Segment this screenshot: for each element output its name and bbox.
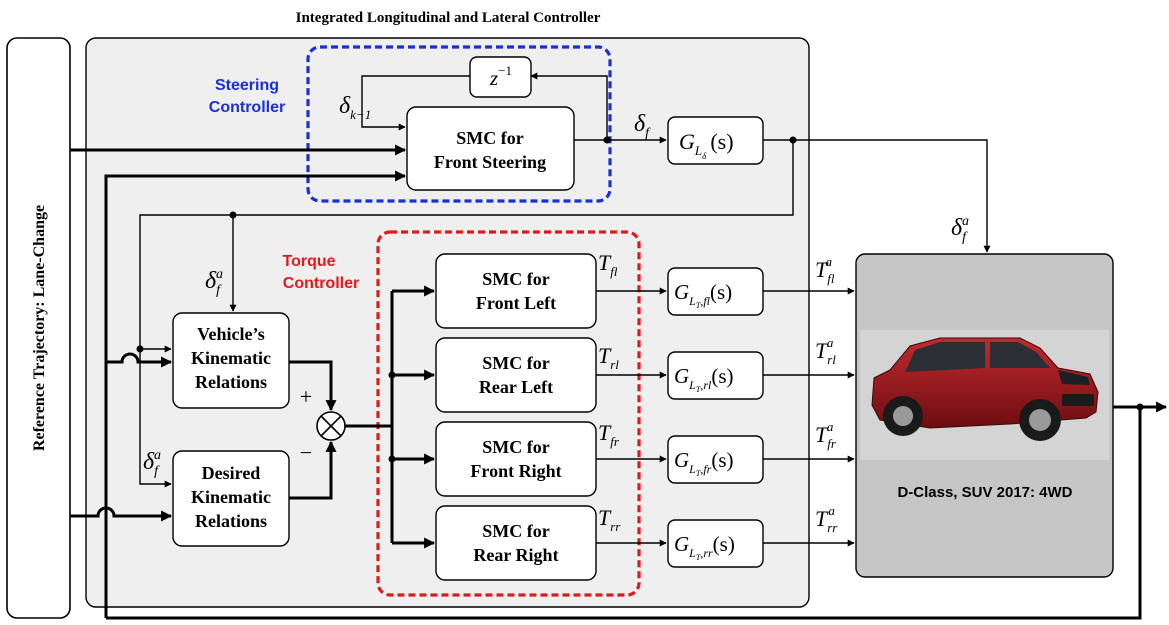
delta-prev-label: δk−1 [339,93,371,122]
reference-trajectory-label: Reference Trajectory: Lane-Change [31,205,48,451]
steering-controller-label-2: Controller [209,99,285,116]
torque-fr-label: Tfr [598,420,620,449]
svg-text:GLT,fr(s): GLT,fr(s) [674,448,734,478]
vehicle-kinematic-line1: Vehicle’s [197,324,265,344]
delta-f-actual-label-right: δfa [951,214,969,245]
applied-torque-fl-label: Tfla [815,254,835,286]
svg-text:GLT,rr(s): GLT,rr(s) [674,532,735,562]
steering-controller-label-1: Steering [215,77,279,94]
actuator-steering-label: GLδ(s) [679,129,734,161]
smc-rr-line2: Rear Right [473,545,558,565]
torque-fl-label: Tfl [598,250,618,279]
actuator-fr-block: GLT,fr(s) [667,435,764,484]
delta-f-actual-label-low: δfa [143,448,161,479]
vehicle-label: D-Class, SUV 2017: 4WD [897,484,1072,501]
smc-block-fl: SMC for Front Left [435,253,597,329]
smc-front-steering-line2: Front Steering [434,152,546,172]
delta-f-label: δf [634,111,651,141]
smc-fl-line2: Front Left [476,293,556,313]
delay-block-label: z−1 [489,63,512,90]
applied-torque-fr-label: Tfra [815,419,837,451]
desired-kinematic-line2: Kinematic [191,487,271,507]
summing-junction-cross-2 [320,415,342,437]
torque-controller-region [376,230,641,597]
actuator-rl-block: GLT,rl(s) [667,351,764,400]
suv-illustration [871,337,1099,441]
smc-block-rr: SMC for Rear Right [435,505,597,581]
smc-rl-line1: SMC for [482,353,549,373]
applied-torque-rl-label: Trla [815,335,836,367]
signal-wires [70,72,1168,620]
torque-controller-label-2: Controller [283,275,359,292]
vehicle-kinematic-line2: Kinematic [191,348,271,368]
smc-fr-line2: Front Right [470,461,561,481]
plus-sign: + [300,384,312,409]
smc-fl-line1: SMC for [482,269,549,289]
applied-torque-rr-label: Trra [815,503,838,535]
diagram-title: Integrated Longitudinal and Lateral Cont… [296,10,601,26]
smc-rl-line2: Rear Left [479,377,553,397]
desired-kinematic-line3: Relations [195,511,267,531]
torque-rl-label: Trl [598,343,619,372]
svg-text:GLT,rl(s): GLT,rl(s) [674,364,734,394]
junction-dots [136,136,1144,463]
steering-controller-region [306,45,612,203]
svg-text:GLT,fl(s): GLT,fl(s) [674,280,732,310]
smc-rr-line1: SMC for [482,521,549,541]
desired-kinematic-line1: Desired [202,463,261,483]
minus-sign: − [300,440,312,465]
smc-fr-line1: SMC for [482,437,549,457]
torque-rr-label: Trr [598,505,621,534]
delta-f-actual-label-mid: δfa [205,267,223,298]
smc-block-rl: SMC for Rear Left [435,337,597,413]
vehicle-kinematic-line3: Relations [195,372,267,392]
smc-block-fr: SMC for Front Right [435,421,597,497]
actuator-rr-block: GLT,rr(s) [667,519,764,568]
torque-controller-label-1: Torque [282,253,335,270]
actuator-fl-block: GLT,fl(s) [667,267,764,316]
reference-trajectory-box [6,37,71,619]
smc-front-steering-line1: SMC for [456,128,523,148]
smc-front-steering-block [406,106,575,191]
